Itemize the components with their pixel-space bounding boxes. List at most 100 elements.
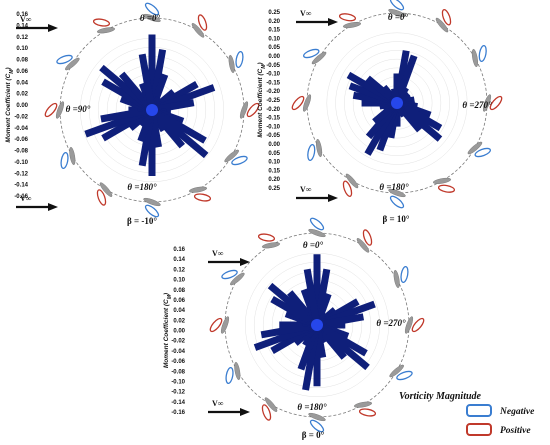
y-tick-label: -0.12: [14, 171, 28, 177]
freestream-label: V∞: [300, 9, 312, 18]
y-tick-label: 0.04: [173, 308, 185, 314]
blade-shape: [191, 23, 205, 38]
beta-label: β = 10°: [383, 214, 410, 224]
negative-vortex-contour: [396, 370, 413, 381]
rotor-center: [311, 319, 323, 331]
beta-label: β = 0°: [302, 430, 325, 440]
blade-shape: [311, 51, 327, 65]
blade-shape: [389, 364, 404, 378]
y-tick-label: 0.15: [268, 28, 280, 34]
blade-shape: [188, 186, 208, 193]
negative-vortex-contour: [225, 366, 234, 385]
negative-vortex-contour: [60, 151, 69, 170]
legend-negative-swatch: [466, 404, 492, 417]
blade-shape: [471, 48, 478, 68]
positive-vortex-contour: [44, 102, 58, 118]
blade-shape: [482, 94, 492, 112]
blade-shape: [316, 138, 323, 158]
negative-vortex-contour: [400, 265, 409, 284]
moment-bar: [138, 53, 156, 111]
y-tick-label: -0.05: [266, 133, 280, 139]
y-tick-label: -0.04: [14, 126, 28, 132]
negative-vortex-contour: [478, 44, 487, 63]
y-tick-label: -0.02: [14, 114, 28, 120]
y-tick-label: 0.04: [16, 80, 28, 86]
beta-label: β = -10°: [127, 216, 157, 226]
blade-shape: [55, 101, 65, 119]
vorticity-legend: Vorticity Magnitude Negative Positive: [399, 391, 535, 436]
moment-bar: [303, 268, 321, 326]
y-tick-label: -0.10: [14, 160, 28, 166]
positive-vortex-contour: [197, 14, 208, 31]
y-axis-label: Moment Coefficient (CM): [5, 67, 15, 142]
legend-positive-label: Positive: [500, 426, 531, 436]
blade-shape: [435, 17, 449, 33]
blade-shape: [234, 361, 241, 381]
blade-shape: [239, 101, 249, 119]
y-tick-label: -0.10: [266, 72, 280, 78]
freestream-label: V∞: [212, 399, 224, 408]
blade-shape: [230, 272, 245, 286]
positive-vortex-contour: [489, 95, 503, 111]
freestream-label: V∞: [300, 185, 312, 194]
negative-vortex-contour: [221, 269, 238, 280]
y-tick-label: 0.08: [16, 58, 28, 64]
y-tick-label: -0.15: [266, 80, 280, 86]
grid-ring: [335, 41, 459, 165]
blade-shape: [261, 242, 281, 249]
negative-vortex-contour: [309, 419, 325, 433]
positive-vortex-contour: [92, 18, 111, 27]
blade-shape: [356, 238, 370, 253]
y-tick-label: 0.00: [173, 329, 185, 335]
blade-shape: [388, 188, 406, 198]
grid-ring: [344, 50, 450, 156]
y-tick-label: 0.00: [268, 142, 280, 148]
freestream-label: V∞: [20, 15, 32, 24]
y-tick-label: 0.05: [268, 45, 280, 51]
y-tick-label: 0.10: [173, 278, 185, 284]
freestream-arrow-head: [328, 18, 338, 26]
positive-vortex-contour: [246, 102, 260, 118]
y-tick-label: 0.06: [173, 298, 185, 304]
blade-shape: [224, 149, 239, 163]
y-tick-label: -0.15: [266, 116, 280, 122]
angle-label: θ =90°: [66, 104, 91, 114]
freestream-arrow-head: [48, 203, 58, 211]
y-tick-label: 0.10: [268, 36, 280, 42]
blade-shape: [302, 94, 312, 112]
y-tick-label: -0.04: [171, 349, 185, 355]
freestream-arrow-head: [48, 24, 58, 32]
y-tick-label: -0.08: [14, 149, 28, 155]
positive-vortex-contour: [193, 193, 212, 202]
y-tick-label: 0.25: [268, 186, 280, 192]
y-tick-label: 0.02: [173, 318, 185, 324]
y-tick-label: 0.15: [268, 168, 280, 174]
positive-vortex-contour: [358, 408, 377, 417]
negative-vortex-contour: [389, 0, 405, 11]
legend-title: Vorticity Magnitude: [399, 391, 482, 402]
y-axis-label: Moment Coefficient (CM): [163, 293, 173, 368]
blade-shape: [99, 182, 113, 197]
polar-panel-3: 0.160.140.120.100.080.060.040.020.00-0.0…: [163, 217, 425, 440]
blade-shape: [467, 141, 483, 155]
grid-ring: [352, 58, 442, 148]
positive-vortex-contour: [257, 233, 276, 242]
blade-shape: [143, 197, 161, 207]
positive-vortex-contour: [441, 9, 452, 26]
blade-shape: [65, 57, 80, 71]
positive-vortex-contour: [261, 404, 272, 421]
y-tick-label: 0.10: [268, 160, 280, 166]
y-tick-label: -0.08: [171, 369, 185, 375]
y-tick-label: -0.16: [171, 410, 185, 416]
freestream-arrow-head: [240, 408, 250, 416]
angle-label: θ =270°: [376, 318, 406, 328]
freestream-arrow-head: [240, 258, 250, 266]
blade-shape: [264, 397, 278, 412]
y-tick-label: 0.02: [16, 92, 28, 98]
negative-vortex-contour: [303, 48, 320, 59]
polar-panels: 0.160.140.120.100.080.060.040.020.00-0.0…: [5, 0, 503, 440]
y-tick-label: 0.20: [268, 19, 280, 25]
negative-vortex-contour: [389, 195, 405, 209]
blade-shape: [342, 22, 362, 29]
